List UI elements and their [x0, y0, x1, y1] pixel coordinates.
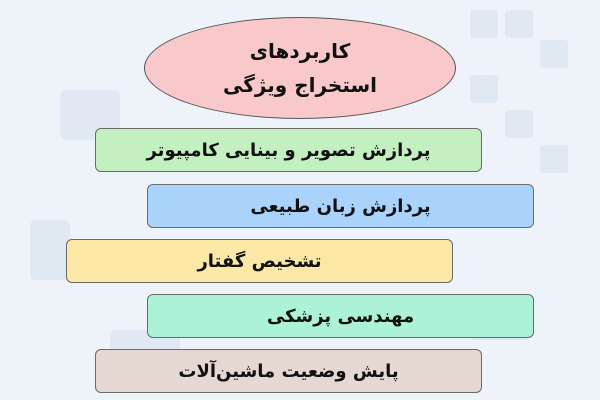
application-box-machine-condition-monitoring: پایش وضعیت ماشین‌آلات	[95, 349, 482, 393]
application-box-nlp: پردازش زبان طبیعی	[147, 184, 534, 228]
application-label: پردازش تصویر و بینایی کامپیوتر	[146, 139, 431, 161]
application-box-computer-vision: پردازش تصویر و بینایی کامپیوتر	[95, 128, 482, 172]
application-label: پایش وضعیت ماشین‌آلات	[178, 360, 399, 382]
title-line-1: کاربردهای	[249, 39, 351, 63]
title-ellipse: کاربردهای استخراج ویژگی	[144, 17, 456, 119]
application-label: پردازش زبان طبیعی	[250, 195, 431, 217]
application-label: مهندسی پزشکی	[266, 305, 415, 327]
application-box-speech-recognition: تشخیص گفتار	[66, 239, 453, 283]
title-line-2: استخراج ویژگی	[222, 73, 378, 97]
application-box-biomedical-engineering: مهندسی پزشکی	[147, 294, 534, 338]
application-label: تشخیص گفتار	[197, 250, 322, 272]
